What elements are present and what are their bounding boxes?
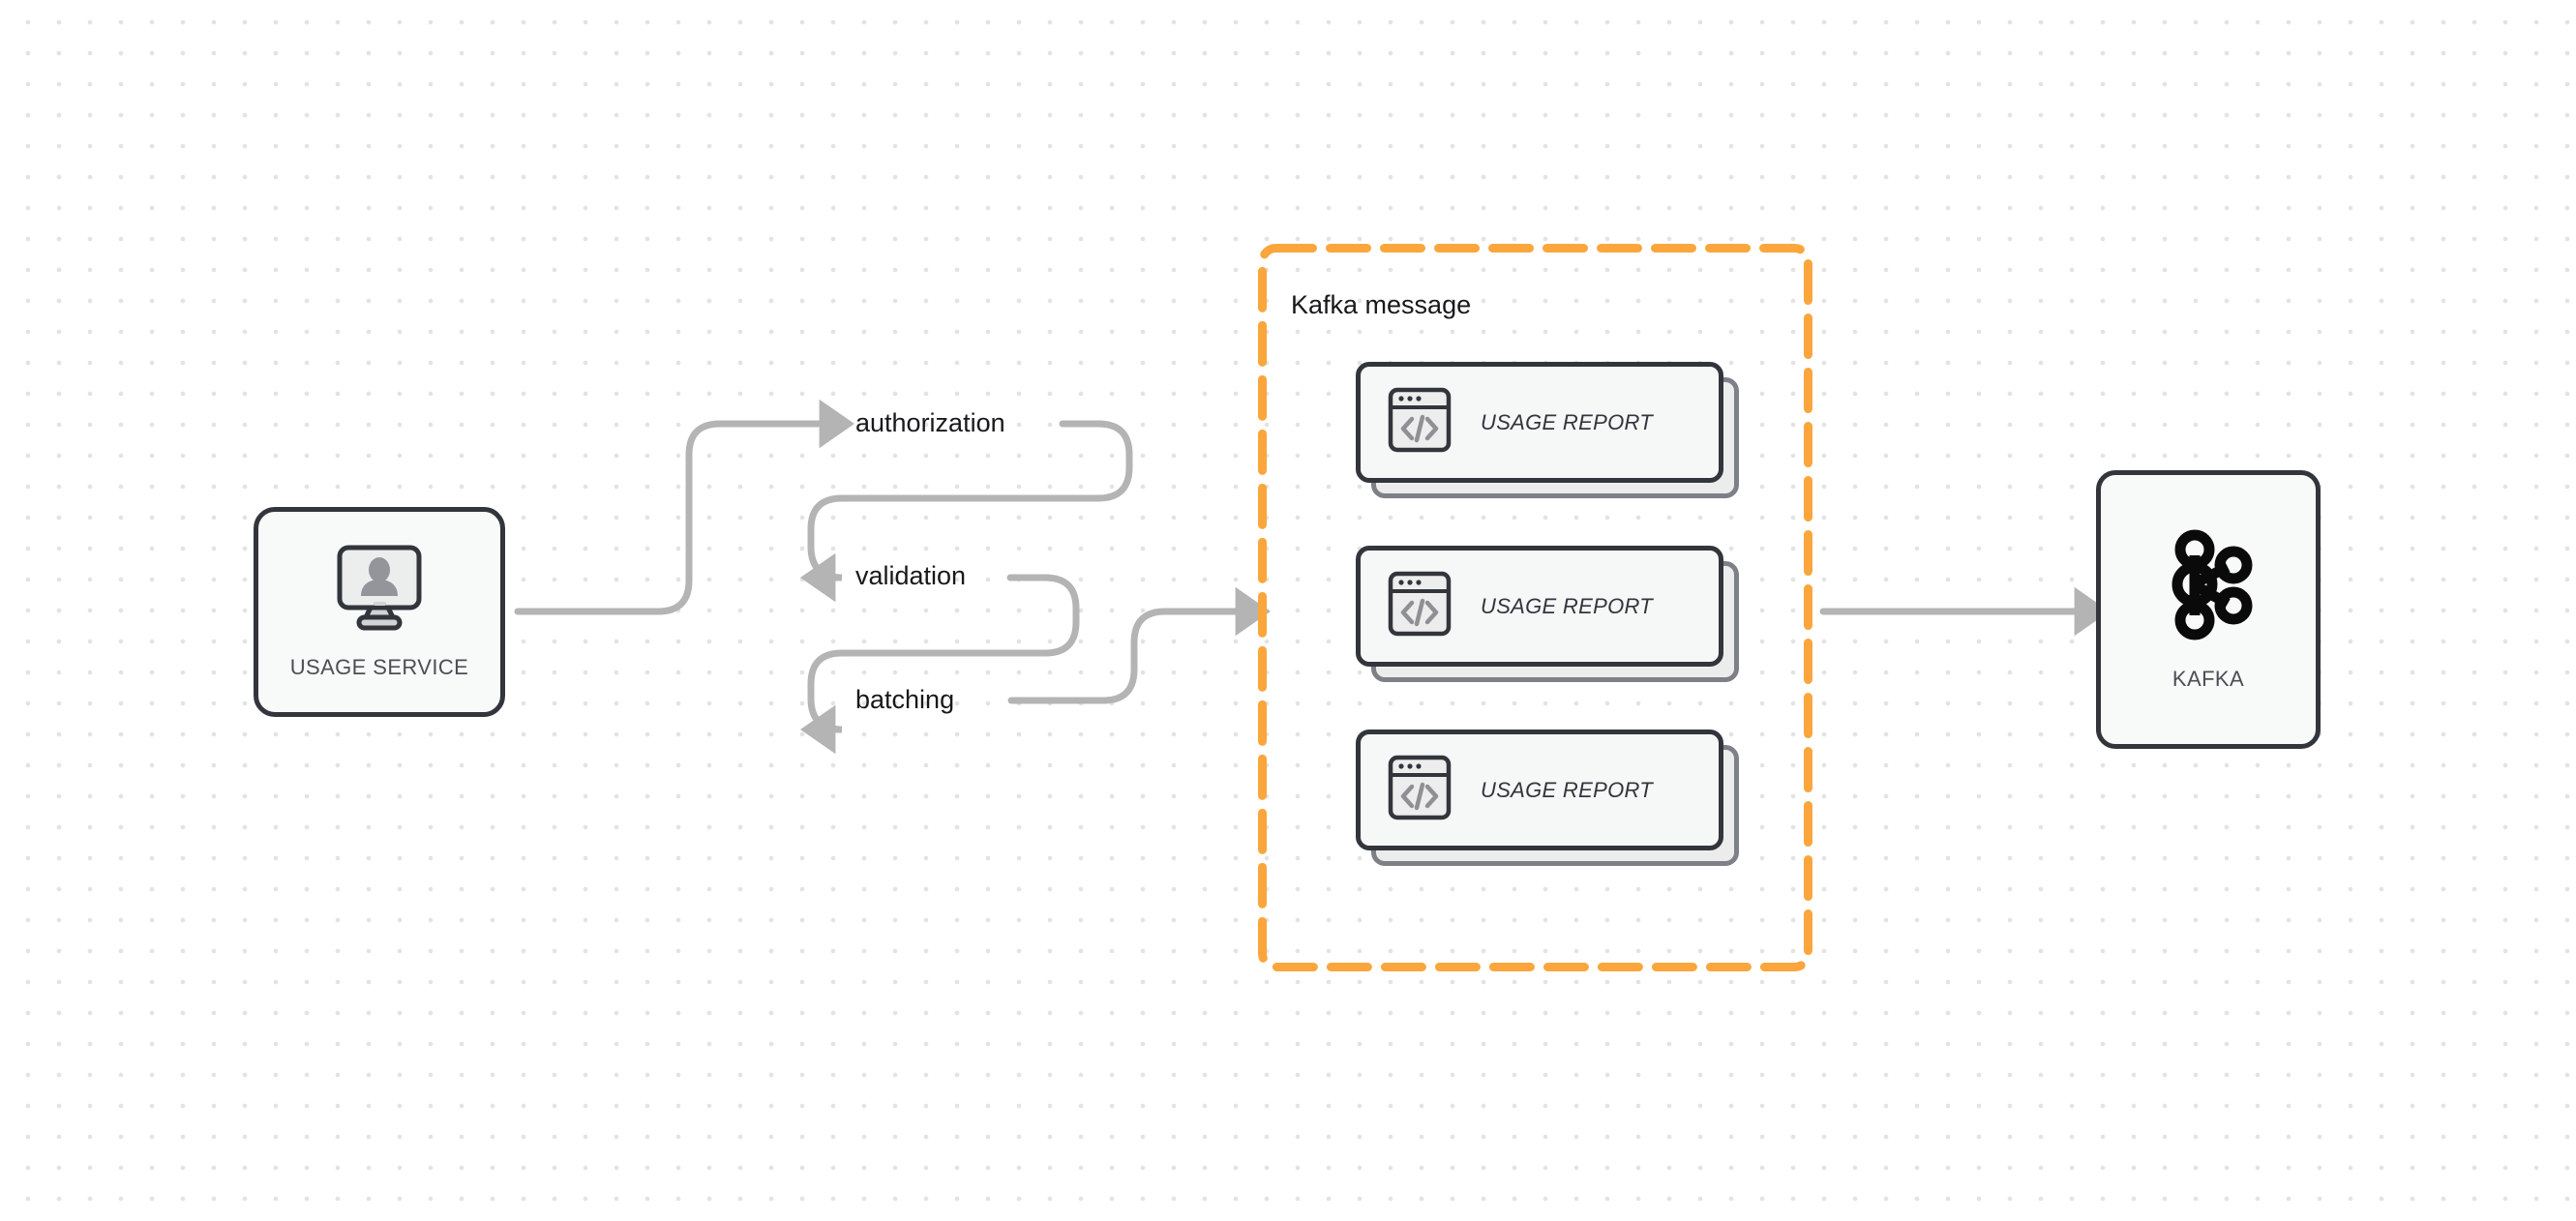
- node-usage-service[interactable]: USAGE SERVICE: [254, 507, 505, 717]
- group-kafka-message: Kafka message USAGE REPORT: [1258, 244, 1812, 971]
- card-front: USAGE REPORT: [1356, 730, 1723, 850]
- kafka-logo-icon: [2158, 528, 2259, 645]
- edge-authorization-to-validation: [800, 420, 1133, 603]
- card-usage-report[interactable]: USAGE REPORT: [1356, 730, 1739, 866]
- code-window-icon: [1388, 387, 1452, 458]
- card-usage-report[interactable]: USAGE REPORT: [1356, 362, 1739, 498]
- card-front: USAGE REPORT: [1356, 546, 1723, 667]
- card-usage-report[interactable]: USAGE REPORT: [1356, 546, 1739, 682]
- stage-label-batching: batching: [855, 685, 955, 714]
- node-kafka-label: KAFKA: [2172, 666, 2245, 691]
- group-kafka-message-title: Kafka message: [1291, 290, 1472, 319]
- node-usage-service-label: USAGE SERVICE: [289, 655, 469, 679]
- stage-label-authorization: authorization: [855, 408, 1005, 437]
- code-window-icon: [1388, 571, 1452, 641]
- monitor-user-icon: [332, 544, 427, 638]
- card-front: USAGE REPORT: [1356, 362, 1723, 483]
- code-window-icon: [1388, 755, 1452, 825]
- node-kafka[interactable]: KAFKA: [2096, 470, 2321, 749]
- card-label: USAGE REPORT: [1481, 409, 1654, 434]
- edge-usage-service-to-authorization: [514, 399, 854, 615]
- card-label: USAGE REPORT: [1481, 593, 1654, 618]
- edge-batching-to-kafka-message: [1007, 586, 1271, 704]
- stage-label-validation: validation: [855, 561, 967, 590]
- card-label: USAGE REPORT: [1481, 777, 1654, 802]
- group-dashed-border: [1258, 244, 1812, 971]
